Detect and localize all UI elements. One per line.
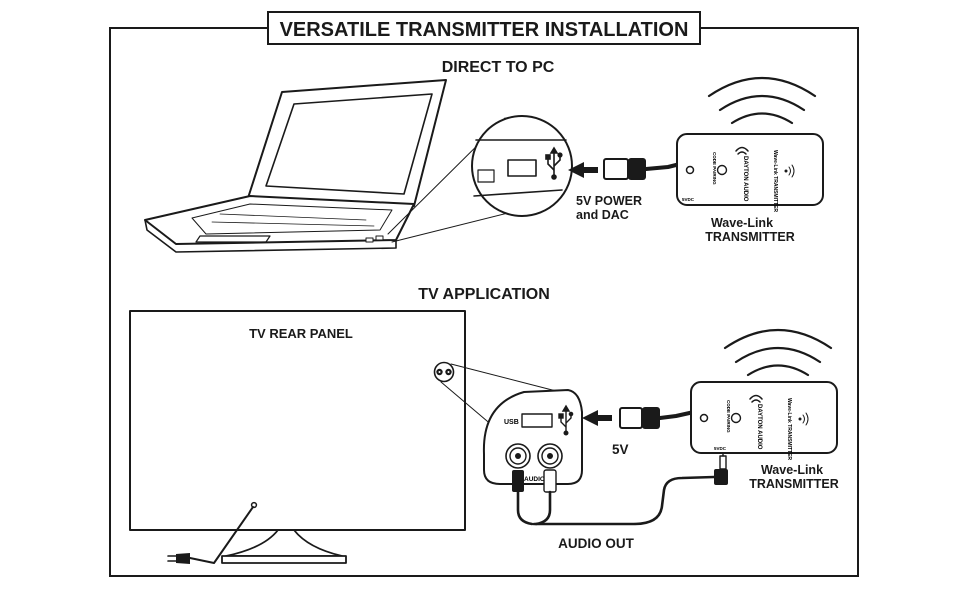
- wireless-waves-icon: [707, 77, 817, 125]
- tv-rca-jack-small: [433, 361, 455, 383]
- laptop: [144, 79, 447, 253]
- usb-icon: [558, 404, 574, 436]
- title-box: [267, 11, 701, 45]
- tv-section-heading: TV APPLICATION: [418, 286, 550, 303]
- tv-usb-plug: [619, 407, 696, 429]
- svg-text:DAYTON AUDIO: DAYTON AUDIO: [742, 156, 748, 202]
- tv-port-zoom-callout: USB AUDIO: [482, 389, 583, 485]
- svg-text:Wave-Link TRANSMITTER: Wave-Link TRANSMITTER: [772, 150, 778, 212]
- usb-icon: [545, 146, 563, 180]
- wireless-waves-icon: [723, 329, 833, 377]
- tv-transmitter-label-line2: TRANSMITTER: [749, 477, 839, 491]
- pc-cable-label-line2: and DAC: [576, 208, 629, 222]
- pc-usb-plug: [603, 158, 686, 180]
- pc-transmitter-label-line2: TRANSMITTER: [705, 230, 795, 244]
- svg-text:DAYTON AUDIO: DAYTON AUDIO: [756, 404, 762, 450]
- left-arrow-icon: [582, 410, 612, 426]
- pc-port-zoom-content: [473, 139, 567, 197]
- svg-text:CODE PAIRING: CODE PAIRING: [712, 152, 717, 185]
- pc-cable-label-line1: 5V POWER: [576, 194, 642, 208]
- page-title: VERSATILE TRANSMITTER INSTALLATION: [280, 19, 689, 41]
- rca-audio-cable: [512, 443, 728, 526]
- tv-audio-label: AUDIO: [524, 476, 545, 483]
- left-arrow-icon: [568, 162, 598, 178]
- svg-text:Wave-Link TRANSMITTER: Wave-Link TRANSMITTER: [786, 398, 792, 460]
- tv-cable-label: 5V: [612, 442, 629, 457]
- tv: [129, 310, 466, 564]
- tv-panel-label: TV REAR PANEL: [249, 326, 353, 341]
- svg-text:5VDC: 5VDC: [714, 446, 727, 451]
- tv-transmitter-label-line1: Wave-Link: [761, 463, 823, 477]
- audio-out-label: AUDIO OUT: [558, 536, 635, 551]
- tv-transmitter: CODE PAIRING DAYTON AUDIO Wave-Link TRAN…: [690, 381, 838, 460]
- svg-text:5VDC: 5VDC: [682, 197, 695, 202]
- tv-usb-label: USB: [504, 419, 519, 426]
- pc-transmitter-label-line1: Wave-Link: [711, 216, 773, 230]
- pc-transmitter: CODE PAIRING DAYTON AUDIO Wave-Link TRAN…: [676, 133, 824, 212]
- svg-text:CODE PAIRING: CODE PAIRING: [726, 400, 731, 433]
- pc-section-heading: DIRECT TO PC: [442, 59, 555, 76]
